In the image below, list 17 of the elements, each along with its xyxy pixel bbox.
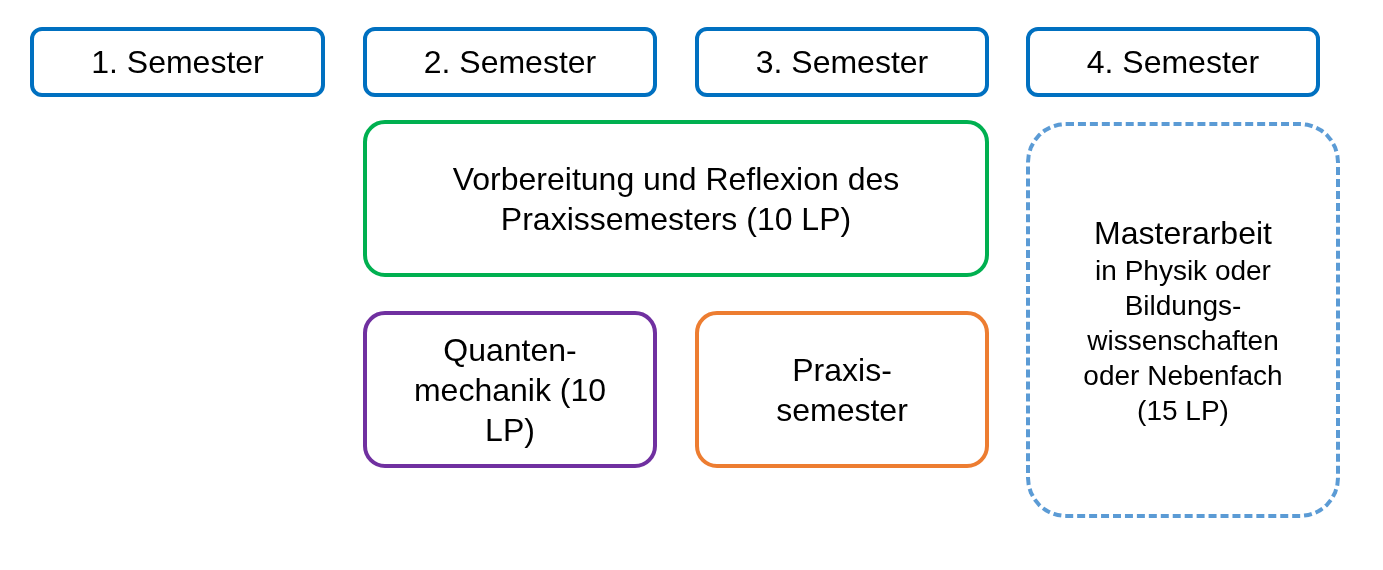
box-label: Quanten- mechanik (10 LP) [412,330,608,450]
box-label: Praxis- semester [775,350,909,430]
module-box [363,120,989,277]
box-label: 4. Semester [1086,43,1260,82]
module-box [363,311,657,468]
thesis-box [1026,122,1340,518]
module-box [695,311,989,468]
box-label: Vorbereitung und Reflexion des Praxissemesters (10 LP) [451,159,901,239]
box-label: 1. Semester [91,43,264,82]
box-title: Masterarbeit [1094,213,1272,253]
box-label: 3. Semester [755,43,929,82]
box-text: in Physik oder Bildungs- wissenschaften oder Nebenfach (15 LP) [1082,253,1284,428]
semester-box [1026,27,1320,97]
box-label: 2. Semester [423,43,597,82]
semester-box [695,27,989,97]
semester-box [30,27,325,97]
semester-box [363,27,657,97]
